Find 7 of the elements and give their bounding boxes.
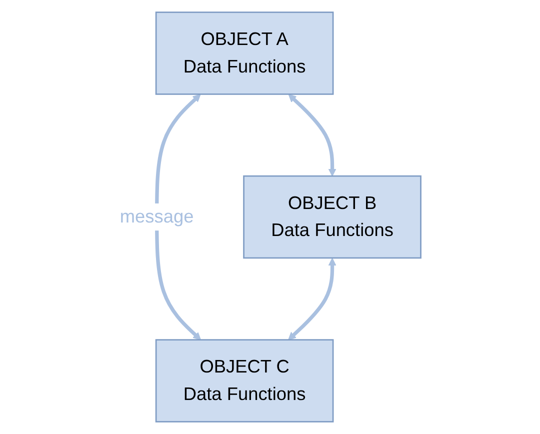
edge-label: message [120, 206, 194, 228]
arrow [154, 94, 201, 340]
node-box: OBJECT A Data Functions [155, 12, 334, 95]
node-box: OBJECT B Data Functions [242, 175, 422, 259]
arrow [288, 94, 336, 176]
arrow [288, 258, 336, 340]
node-box: OBJECT C Data Functions [155, 339, 334, 422]
